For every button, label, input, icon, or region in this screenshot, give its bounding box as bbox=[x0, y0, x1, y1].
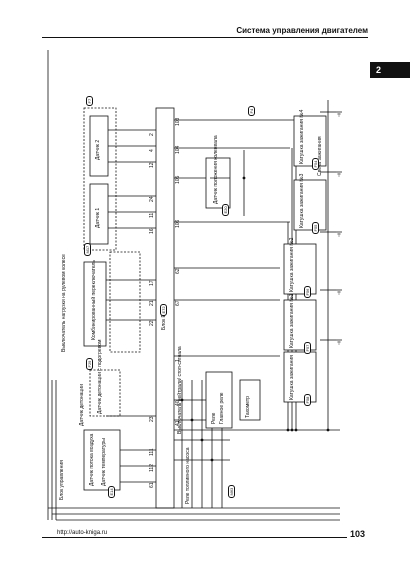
flow-sensor-label: Датчик потока воздуха bbox=[89, 433, 95, 486]
pin-number: 112 bbox=[149, 464, 155, 472]
pin-number: 17 bbox=[149, 280, 155, 286]
fuel-relay-label: Реле топливного насоса bbox=[185, 447, 191, 505]
ignition-block-label: Реле bbox=[211, 412, 217, 424]
block-label: Блок управления bbox=[59, 460, 65, 500]
pin-number: 12 bbox=[149, 162, 155, 168]
sensor-2-label: Датчик 2 bbox=[95, 139, 101, 160]
connector-code: F4 bbox=[248, 106, 255, 116]
connector-code: F55 bbox=[312, 222, 319, 234]
pin-number: 40 bbox=[175, 400, 181, 406]
coil-4-box bbox=[283, 299, 317, 351]
pin-number: 104 bbox=[175, 145, 181, 154]
spark-plug-label: Свеча зажигания bbox=[317, 136, 323, 176]
coil-2-box bbox=[293, 179, 327, 231]
coil-5-label: Катушка зажигания bbox=[289, 355, 295, 400]
pin-number: 62 bbox=[175, 268, 181, 274]
connector-code: E14 bbox=[108, 485, 115, 498]
coil-3-label: Катушка зажигания №3 bbox=[299, 173, 305, 228]
sensor-enclosure bbox=[83, 107, 117, 251]
throttle-switch-box bbox=[109, 251, 141, 353]
header-rule bbox=[42, 37, 368, 38]
footer-rule bbox=[42, 537, 368, 538]
connector-code: F54 bbox=[312, 158, 319, 170]
pin-number: 111 bbox=[149, 448, 155, 456]
pin-number: 16 bbox=[149, 228, 155, 234]
pin-number: 105 bbox=[175, 175, 181, 184]
pin-number: 61 bbox=[149, 482, 155, 488]
header-title: Система управления двигателем bbox=[236, 26, 368, 35]
coil-3-box bbox=[283, 243, 317, 295]
coil-1-label: Катушка зажигания №1 bbox=[289, 293, 295, 348]
pin-number: 22 bbox=[149, 320, 155, 326]
tachometer-box bbox=[239, 379, 261, 421]
footer-url[interactable]: http://auto-kniga.ru bbox=[54, 530, 111, 536]
flow-sensor-box bbox=[83, 429, 121, 491]
coil-5-box bbox=[283, 351, 317, 403]
connector-code: E20 bbox=[222, 203, 229, 216]
pin-number: 41 bbox=[175, 420, 181, 426]
connector-code: F58 bbox=[304, 394, 311, 406]
pin-number: 2 bbox=[149, 133, 155, 136]
coil-4-label: Катушка зажигания №4 bbox=[299, 109, 305, 164]
knock-sensor-heater-label: Датчик детонации с подогревом bbox=[97, 339, 103, 414]
connector-code: E72 bbox=[160, 303, 167, 316]
pin-number: 1 bbox=[175, 359, 181, 362]
knock-sensor-box bbox=[89, 369, 121, 417]
combined-switch-label: Комбинированный переключатель bbox=[91, 259, 97, 340]
main-relay-label: Главное реле bbox=[219, 392, 225, 424]
pin-number: 4 bbox=[149, 149, 155, 152]
pin-number: 103 bbox=[175, 117, 181, 126]
position-sensor-label: Датчик положения коленвала bbox=[213, 135, 219, 204]
combined-switch-box bbox=[83, 261, 107, 347]
chapter-tab[interactable]: 2 bbox=[370, 62, 410, 78]
flow-sensor-temp-label: Датчик температуры bbox=[101, 438, 107, 486]
coil-2-label: Катушка зажигания №2 bbox=[289, 237, 295, 292]
pin-number: 67 bbox=[175, 300, 181, 306]
throttle-switch-label: Выключатель нагрузки на рулевом колесе bbox=[61, 254, 67, 352]
pin-number: 106 bbox=[175, 219, 181, 228]
fuel-switch-box bbox=[205, 371, 233, 429]
connector-code: F57 bbox=[304, 342, 311, 354]
page-number: 103 bbox=[346, 529, 368, 539]
coil-1-box bbox=[293, 115, 327, 167]
connector-code: M63 bbox=[228, 485, 235, 498]
tachometer-label: Тахометр bbox=[245, 396, 251, 418]
connector-code: F7 bbox=[86, 96, 93, 106]
connector-code: M17 bbox=[84, 243, 91, 256]
pin-number: 11 bbox=[149, 212, 155, 218]
sensor-1-box bbox=[89, 183, 109, 245]
pin-number: 21 bbox=[149, 300, 155, 306]
sensor-1-label: Датчик 1 bbox=[95, 207, 101, 228]
pin-number: 23 bbox=[149, 416, 155, 422]
knock-sensor-label: Датчик детонации bbox=[79, 384, 85, 426]
connector-code: F29 bbox=[86, 358, 93, 370]
connector-code: F56 bbox=[304, 286, 311, 298]
position-sensor-box bbox=[205, 157, 231, 209]
pin-number: 24 bbox=[149, 196, 155, 202]
